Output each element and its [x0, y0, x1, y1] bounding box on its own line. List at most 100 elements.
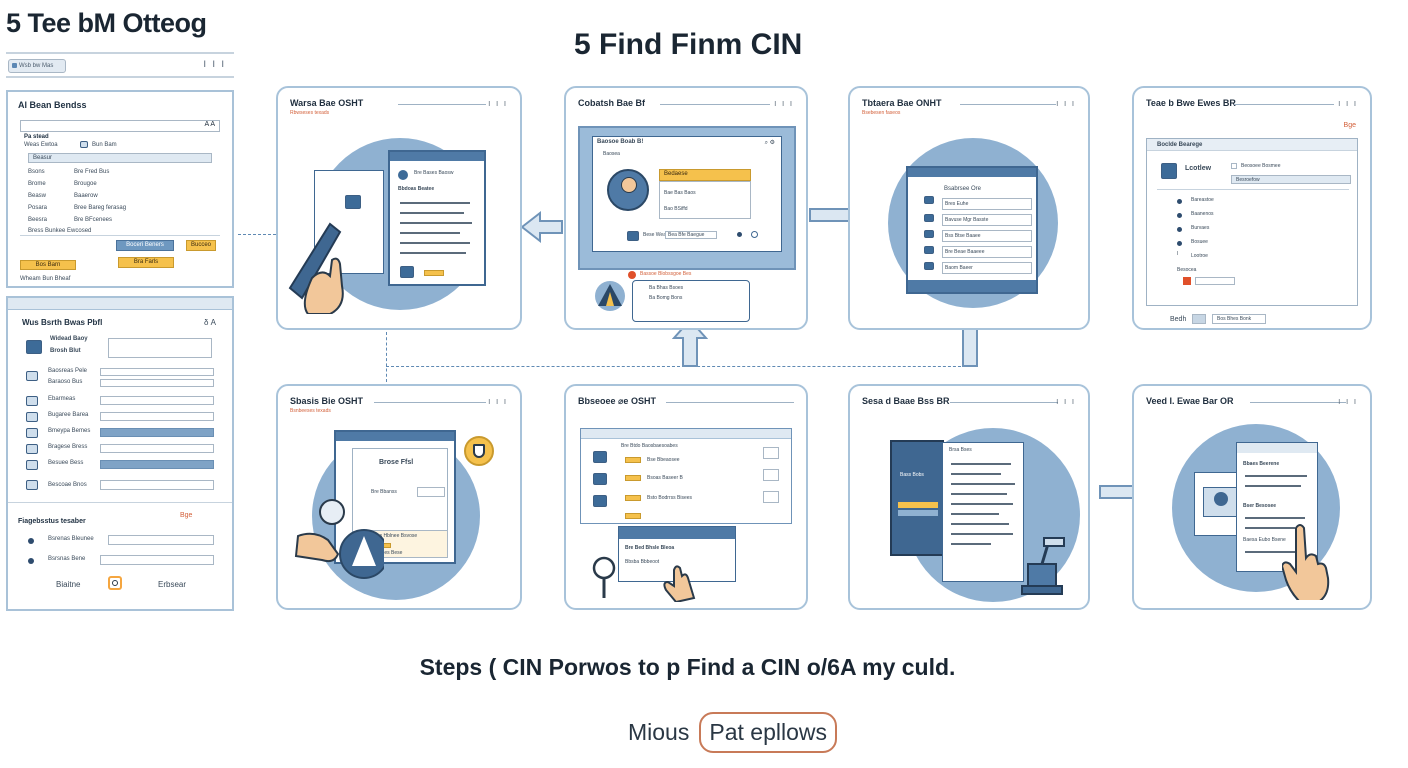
panel-controls[interactable]: δ A	[203, 318, 216, 327]
menu-window: Bsabrsee Ore Bres Euhe Bavuse Mgr Basste…	[906, 166, 1038, 294]
card-controls[interactable]: I I I	[488, 399, 508, 406]
step-card-7[interactable]: Sesa d Baae Bss BR I I I Bass Bobs Brsa …	[848, 384, 1090, 610]
card-controls[interactable]: I I I	[1056, 101, 1076, 108]
list-item[interactable]: Burvaes	[1191, 225, 1210, 231]
avatar	[607, 169, 649, 211]
step-title: Veed I. Ewae Bar OR	[1146, 396, 1234, 406]
step-card-1[interactable]: Warsa Bae OSHT Rbwseses texads I I I Bre…	[276, 86, 522, 330]
step-card-6[interactable]: Bbseoee ⌀e OSHT Bre Btdo Baosbaesoabes B…	[564, 384, 808, 610]
list-item-label: Bescoae Bnos	[48, 482, 87, 488]
checkbox[interactable]	[1231, 163, 1237, 169]
list-input[interactable]	[100, 396, 214, 405]
connector-line	[386, 332, 387, 382]
step-card-2[interactable]: Cobatsh Bae Bf I I I Baosoe Boab B! ⌕ ⚙ …	[564, 86, 808, 330]
card-controls[interactable]: I I I	[488, 101, 508, 108]
step-card-4[interactable]: Teae b Bwe Ewes BR I I I Bge Boclde Bear…	[1132, 86, 1372, 330]
search-field[interactable]: Wsb bw Mas	[8, 59, 66, 73]
list-input[interactable]	[100, 555, 214, 565]
step-subtitle: Rbwseses texads	[290, 110, 330, 116]
card-controls[interactable]: I I I	[1056, 399, 1076, 406]
status-text: Bassoe Blobssgoe Bes	[640, 271, 692, 277]
menu-item[interactable]: Bss Btse Baaee	[942, 230, 1032, 242]
calendar-icon	[80, 141, 88, 148]
diagram-caption: Steps ( CIN Porwos to p Find a CIN o/6A …	[419, 654, 956, 680]
flag-label[interactable]: Bge	[1343, 122, 1356, 129]
chart-icon[interactable]	[763, 491, 779, 503]
primary-button[interactable]: Bos Barn	[20, 260, 76, 270]
list-input[interactable]	[100, 412, 214, 421]
step-card-3[interactable]: Tbtaera Bae ONHT Bsebesen faseos I I I B…	[848, 86, 1090, 330]
list-item[interactable]: Bsto Bodrrss Bisees	[647, 495, 693, 501]
window-controls[interactable]: I I I	[203, 59, 226, 69]
details-box[interactable]	[108, 338, 212, 358]
step-card-5[interactable]: Sbasis Bie OSHT Bsnbeeses texads I I I B…	[276, 384, 522, 610]
list-item[interactable]: Bareastoe	[1191, 197, 1214, 203]
list-item-label: Bmeypa Bemes	[48, 428, 91, 434]
panel-controls[interactable]: A A	[204, 121, 215, 128]
document-title: Brose Ffsl	[379, 459, 414, 466]
list-input[interactable]	[100, 444, 214, 453]
document-icon	[26, 340, 42, 354]
list-input[interactable]	[100, 480, 214, 490]
list-item-label: Baosreas Pele	[48, 368, 88, 374]
radio-dot[interactable]	[737, 232, 742, 237]
list-input[interactable]	[100, 368, 214, 376]
list-item[interactable]: Lootroe	[1191, 253, 1208, 259]
step-card-8[interactable]: Veed I. Ewae Bar OR I I I Bbaes Beerene …	[1132, 384, 1372, 610]
result-text: Ba Bhas Bsoes	[649, 285, 684, 291]
list-input-selected[interactable]	[100, 428, 214, 437]
list-item[interactable]: Bse Bbeaosee	[647, 457, 680, 463]
footer-pill-button[interactable]: Pat epllows	[699, 712, 837, 753]
row-label: Beesra	[28, 217, 48, 223]
confirm-button[interactable]: Bucceo	[186, 240, 216, 251]
blue-action-button[interactable]: Boceri Beners	[116, 240, 174, 251]
section-flag[interactable]: Bge	[180, 512, 193, 519]
radio-dot[interactable]	[28, 558, 34, 564]
list-item[interactable]: Baanenos	[1191, 211, 1214, 217]
small-button[interactable]	[424, 270, 444, 276]
list-window: Boclde Bearege Lcotlew Beosoee Bosmee Be…	[1146, 138, 1358, 306]
window-text: Bae Bas Baos	[664, 190, 696, 196]
search-input[interactable]: Besroefow	[1231, 175, 1351, 184]
list-item[interactable]: Bosuee	[1191, 239, 1208, 245]
list-icon	[924, 214, 934, 222]
card-icon	[26, 428, 38, 438]
list-item-label: Bsrenas Bleunee	[48, 536, 94, 542]
document-page: Brsa Bses	[942, 442, 1024, 582]
page-title: 5 Tee bM Otteog	[6, 8, 207, 38]
menu-item[interactable]: Bres Euhe	[942, 198, 1032, 210]
list-item[interactable]: Besocea	[1177, 267, 1197, 273]
list-input[interactable]	[108, 535, 214, 545]
list-input[interactable]	[100, 379, 214, 387]
step-title: Bbseoee ⌀e OSHT	[578, 396, 656, 406]
chart-icon[interactable]	[763, 447, 779, 459]
tag-icon	[26, 444, 38, 454]
menu-item[interactable]: Bavuse Mgr Basste	[942, 214, 1032, 226]
card-controls[interactable]: I I I	[1338, 101, 1358, 108]
document-text: Bbaes Beerene	[1243, 461, 1280, 467]
chart-icon[interactable]	[763, 469, 779, 481]
list-input[interactable]	[1195, 277, 1235, 285]
card-controls[interactable]: I I I	[774, 101, 794, 108]
toggle-button[interactable]	[1192, 314, 1206, 324]
footer-input[interactable]: Bos Bhes Bonk	[1212, 314, 1266, 324]
list-item[interactable]: Bsoas Baseer B	[647, 475, 683, 481]
menu-item[interactable]: Baom Baeer	[942, 262, 1032, 274]
list-input-selected[interactable]	[100, 460, 214, 469]
record-button[interactable]	[108, 576, 122, 590]
magnifier-hand-icon	[294, 499, 384, 579]
connector-line	[238, 234, 276, 235]
secondary-button[interactable]: Bra Farls	[118, 257, 174, 268]
section-label: Pa stead	[24, 134, 49, 140]
radio-dot[interactable]	[28, 538, 34, 544]
window-controls[interactable]: ⌕ ⚙	[764, 140, 775, 146]
section-label: Fiagebsstus tesaber	[18, 518, 86, 525]
menu-item[interactable]: Bre Beae Baaeee	[942, 246, 1032, 258]
highlighted-field[interactable]: Bedaese	[659, 169, 751, 181]
search-input[interactable]: Bea Bfe Baegue	[665, 231, 717, 239]
document-field[interactable]	[417, 487, 445, 497]
filter-input[interactable]: Beasur	[28, 153, 212, 163]
list-bullet	[1177, 227, 1182, 232]
radio-dot[interactable]	[751, 231, 758, 238]
card-controls[interactable]: I I I	[1338, 399, 1358, 406]
